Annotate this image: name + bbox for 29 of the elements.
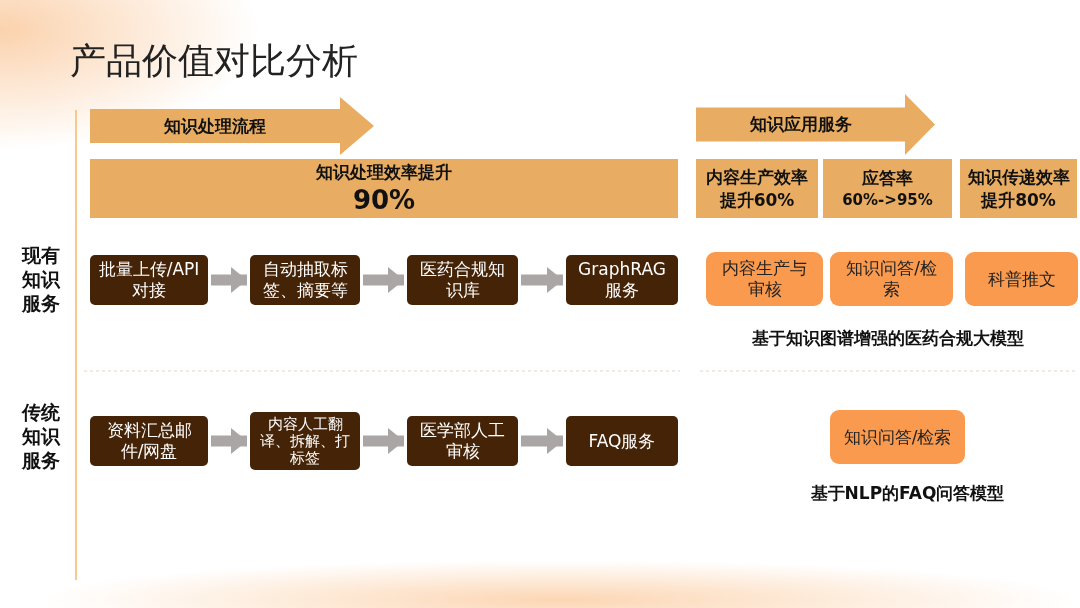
arrow: [211, 267, 247, 293]
process-box: GraphRAG服务: [566, 255, 678, 305]
process-box: 自动抽取标签、摘要等: [250, 255, 360, 305]
arrow: [211, 428, 247, 454]
model-caption: 基于NLP的FAQ问答模型: [809, 482, 1006, 504]
process-box: FAQ服务: [566, 416, 678, 466]
row-heading: 现有知识服务: [20, 243, 61, 315]
process-box: 资料汇总邮件/网盘: [90, 416, 208, 466]
process-box: 医药合规知识库: [407, 255, 518, 305]
arrow: [521, 428, 563, 454]
arrow: [521, 267, 563, 293]
arrow: [363, 267, 404, 293]
model-caption: 基于知识图谱增强的医药合规大模型: [750, 327, 1025, 349]
service-box: 科普推文: [965, 252, 1078, 306]
metric-bar: 应答率 60%->95%: [823, 159, 952, 218]
metric-bar: 内容生产效率提升60%: [696, 159, 818, 218]
block-arrow: 知识应用服务: [696, 94, 935, 155]
metric-bar: 知识传递效率提升80%: [960, 159, 1077, 218]
block-arrow: 知识处理流程: [90, 97, 374, 155]
arrow: [363, 428, 404, 454]
process-box: 批量上传/API对接: [90, 255, 208, 305]
service-box: 内容生产与审核: [706, 252, 823, 306]
process-box: 医学部人工审核: [407, 416, 518, 466]
title: 产品价值对比分析: [70, 39, 358, 83]
service-box: 知识问答/检索: [830, 410, 965, 464]
metric-bar: 知识处理效率提升 90%: [90, 159, 678, 218]
row-heading: 传统知识服务: [20, 400, 61, 472]
process-box: 内容人工翻译、拆解、打标签: [250, 412, 360, 470]
service-box: 知识问答/检索: [830, 252, 953, 306]
